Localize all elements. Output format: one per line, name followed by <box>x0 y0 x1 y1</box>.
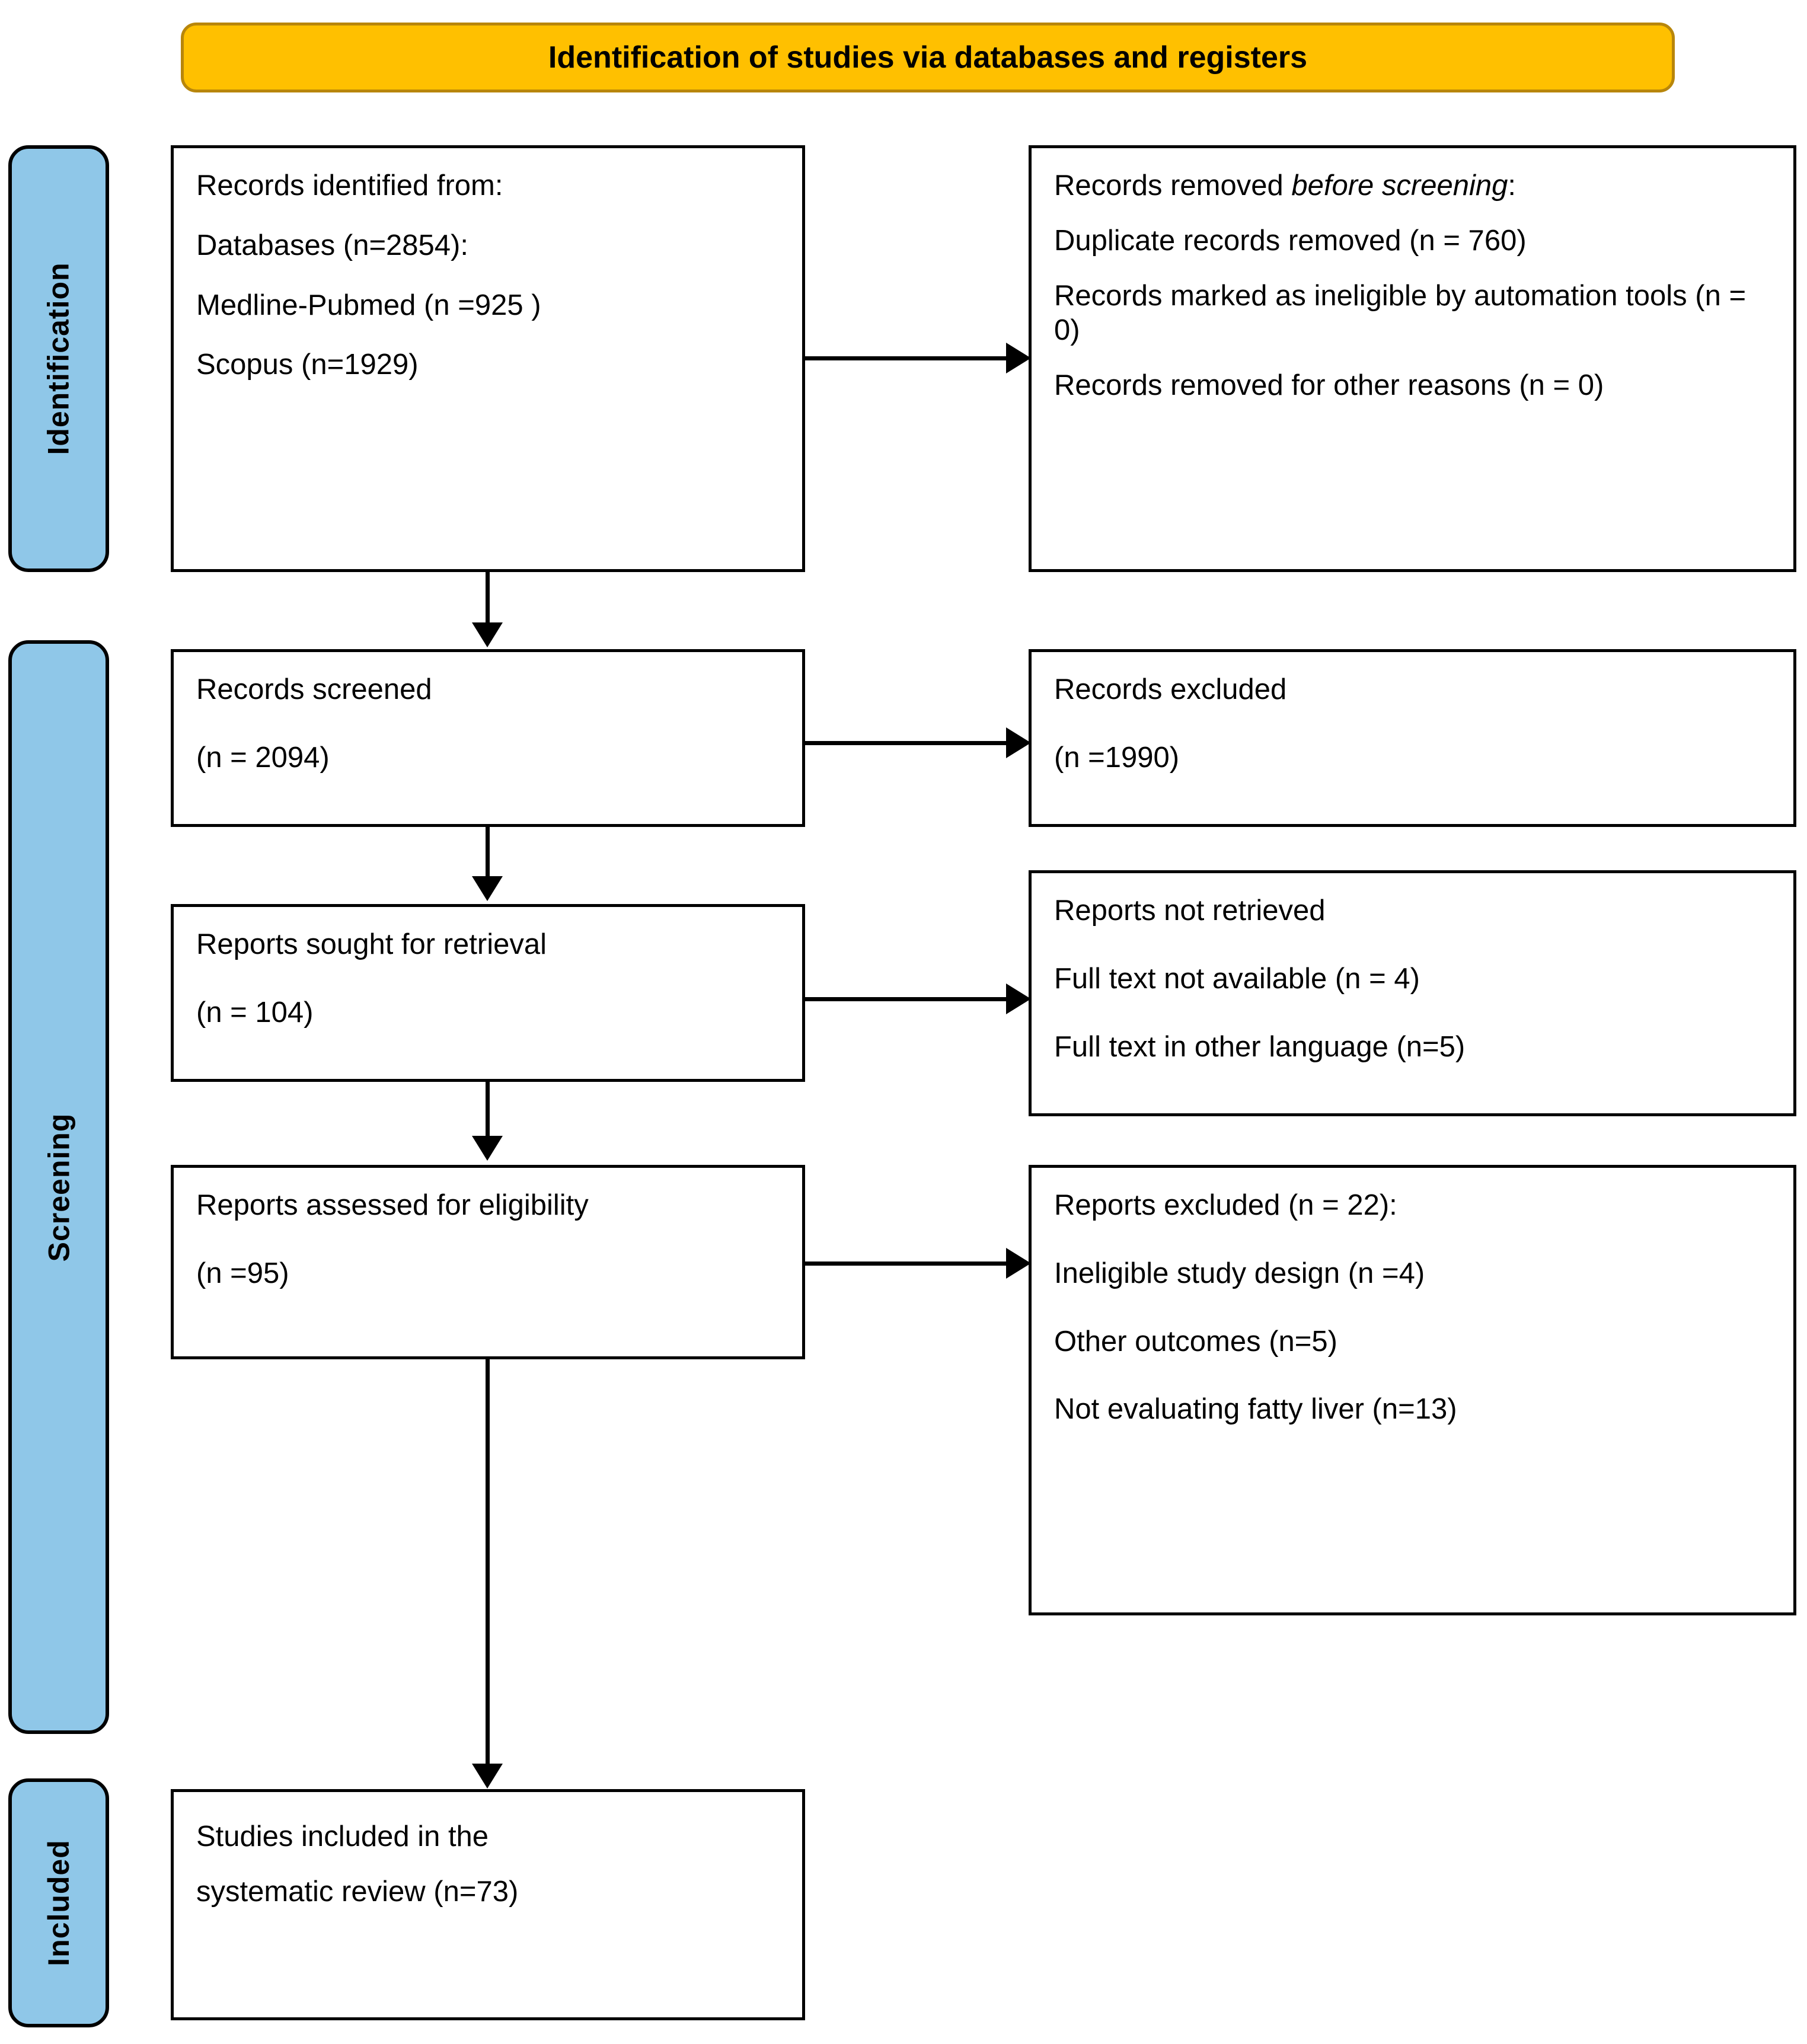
reports-excluded-line-2: Ineligible study design (n =4) <box>1054 1257 1425 1289</box>
reports-excluded-line-1: Reports excluded (n = 22): <box>1054 1189 1397 1221</box>
stage-label-identification-text: Identification <box>42 262 76 455</box>
box-reports-sought: Reports sought for retrieval (n = 104) <box>171 904 805 1082</box>
connector-sought-to-not-retrieved <box>805 997 1010 1001</box>
box-reports-assessed: Reports assessed for eligibility (n =95) <box>171 1165 805 1359</box>
records-screened-line-1: Records screened <box>196 673 432 705</box>
connector-identified-to-screened <box>486 572 490 627</box>
reports-excluded-line-4: Not evaluating fatty liver (n=13) <box>1054 1393 1457 1426</box>
records-identified-line-4: Scopus (n=1929) <box>196 349 419 381</box>
records-removed-line-2: Records marked as ineligible by automati… <box>1054 279 1747 347</box>
reports-sought-line-2: (n = 104) <box>196 996 314 1029</box>
connector-assessed-to-excluded <box>805 1261 1010 1266</box>
stage-label-included: Included <box>8 1778 109 2027</box>
arrowhead-sought-to-not-retrieved <box>1006 983 1031 1014</box>
arrowhead-assessed-to-excluded <box>1006 1248 1031 1279</box>
arrowhead-sought-to-assessed <box>472 1136 503 1161</box>
arrowhead-identified-to-removed <box>1006 343 1031 373</box>
reports-assessed-line-2: (n =95) <box>196 1257 289 1289</box>
stage-label-included-text: Included <box>42 1839 76 1966</box>
stage-label-identification: Identification <box>8 145 109 572</box>
stage-label-screening: Screening <box>8 640 109 1734</box>
diagram-header-banner: Identification of studies via databases … <box>181 23 1675 92</box>
box-records-excluded: Records excluded (n =1990) <box>1029 649 1796 827</box>
reports-sought-line-1: Reports sought for retrieval <box>196 928 547 960</box>
reports-assessed-line-1: Reports assessed for eligibility <box>196 1189 589 1221</box>
connector-identified-to-removed <box>805 356 1010 360</box>
reports-not-retrieved-line-2: Full text not available (n = 4) <box>1054 962 1420 995</box>
diagram-title: Identification of studies via databases … <box>548 40 1308 75</box>
box-studies-included: Studies included in the systematic revie… <box>171 1789 805 2020</box>
connector-assessed-to-included <box>486 1359 490 1768</box>
stage-label-screening-text: Screening <box>42 1113 75 1261</box>
records-identified-line-1: Records identified from: <box>196 170 503 202</box>
reports-not-retrieved-line-3: Full text in other language (n=5) <box>1054 1030 1466 1063</box>
box-reports-excluded: Reports excluded (n = 22): Ineligible st… <box>1029 1165 1796 1615</box>
reports-not-retrieved-line-1: Reports not retrieved <box>1054 895 1326 927</box>
studies-included-line-2: systematic review (n=73) <box>196 1875 519 1908</box>
records-removed-line-1: Duplicate records removed (n = 760) <box>1054 224 1527 257</box>
records-excluded-line-2: (n =1990) <box>1054 741 1180 774</box>
records-identified-line-2: Databases (n=2854): <box>196 229 468 261</box>
studies-included-line-1: Studies included in the <box>196 1821 489 1853</box>
arrowhead-identified-to-screened <box>472 622 503 647</box>
box-reports-not-retrieved: Reports not retrieved Full text not avai… <box>1029 870 1796 1116</box>
records-removed-heading-suffix: : <box>1508 170 1516 202</box>
box-records-removed: Records removed before screening: Duplic… <box>1029 145 1796 572</box>
records-removed-heading-prefix: Records removed <box>1054 170 1292 202</box>
records-removed-heading-italic: before screening <box>1291 170 1508 202</box>
records-excluded-line-1: Records excluded <box>1054 673 1287 705</box>
box-records-screened: Records screened (n = 2094) <box>171 649 805 827</box>
connector-sought-to-assessed <box>486 1082 490 1140</box>
records-removed-heading: Records removed before screening: <box>1054 168 1771 203</box>
box-records-identified: Records identified from: Databases (n=28… <box>171 145 805 572</box>
reports-excluded-line-3: Other outcomes (n=5) <box>1054 1325 1337 1358</box>
records-screened-line-2: (n = 2094) <box>196 741 330 774</box>
arrowhead-screened-to-sought <box>472 876 503 901</box>
arrowhead-screened-to-excluded <box>1006 727 1031 758</box>
connector-screened-to-sought <box>486 827 490 880</box>
records-identified-line-3: Medline-Pubmed (n =925 ) <box>196 289 541 321</box>
connector-screened-to-excluded <box>805 741 1010 745</box>
records-removed-line-3: Records removed for other reasons (n = 0… <box>1054 369 1604 402</box>
arrowhead-assessed-to-included <box>472 1764 503 1788</box>
